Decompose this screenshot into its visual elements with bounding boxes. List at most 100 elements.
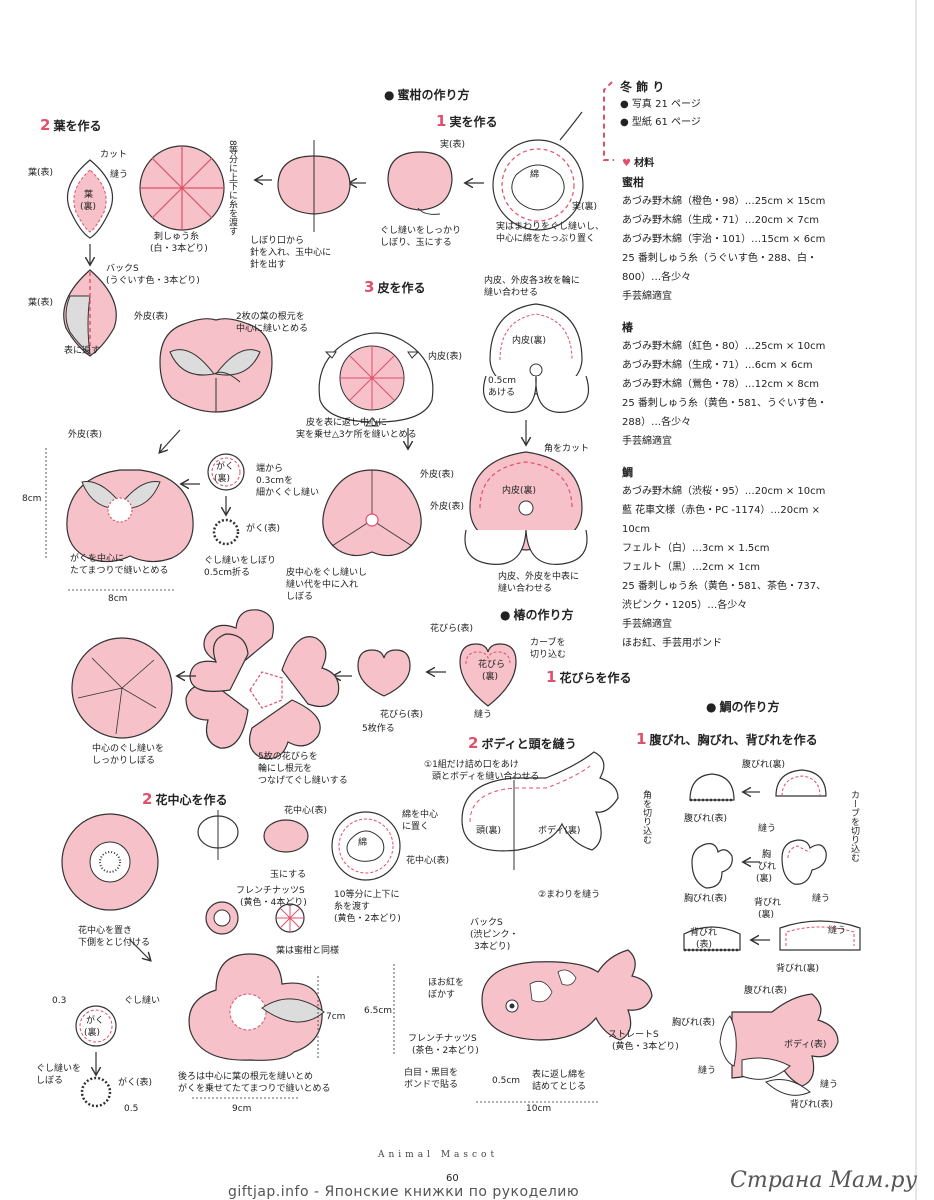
- label: 縫い代を中に入れ: [286, 580, 359, 590]
- mat-line: あづみ野木綿（紅色・80）…25cm × 10cm: [622, 341, 826, 352]
- label: 花中心(表): [284, 806, 328, 816]
- label: 腹びれ(裏): [742, 760, 786, 770]
- label: 内皮、外皮を中表に: [498, 572, 580, 582]
- label: 縫う: [110, 170, 129, 180]
- label: 刺しゅう糸: [154, 232, 200, 242]
- label: 縫う: [698, 1066, 717, 1076]
- label: (裏): [758, 910, 775, 920]
- mat-line: 手芸綿適宜: [622, 619, 672, 630]
- tai-heading: 鯛の作り方: [706, 698, 779, 715]
- label: がく(表): [118, 1078, 153, 1088]
- center-cotton-circle: [331, 811, 401, 881]
- pattern-ref: ● 型紙 61 ページ: [620, 117, 701, 128]
- label: 葉(表): [28, 298, 54, 308]
- mat-line: あづみ野木綿（橙色・98）…25cm × 15cm: [622, 196, 826, 207]
- label: 実(表): [440, 140, 466, 150]
- label: ボディ(表): [784, 1040, 827, 1050]
- label: 0.3: [52, 996, 67, 1006]
- fin-dorsal-1: [683, 926, 741, 952]
- camellia-gathered: [71, 637, 173, 739]
- label: ボンドで貼る: [404, 1080, 459, 1090]
- label: ①1組だけ詰め口をあけ: [424, 760, 519, 770]
- label: 内皮、外皮各3枚を輪に: [484, 276, 580, 286]
- label: 背びれ(裏): [776, 964, 820, 974]
- label: (渋ピンク・: [470, 930, 519, 940]
- fish-body-pattern: [461, 751, 619, 870]
- label: (茶色・2本どり): [412, 1046, 479, 1056]
- label: (白・3本どり): [150, 244, 208, 254]
- label: 3本どり): [474, 942, 511, 952]
- label: たてまつりで縫いとめる: [70, 566, 169, 576]
- label: 5枚の花びらを: [258, 752, 318, 762]
- label: バックS: [470, 918, 503, 928]
- label: 胸: [762, 850, 772, 860]
- peel-inner-ring: [482, 303, 590, 413]
- label: 0.5: [124, 1104, 139, 1114]
- label: 針を出す: [250, 260, 287, 270]
- mikan-finished: [66, 469, 194, 563]
- label: に置く: [402, 822, 430, 832]
- fin-belly-1: [689, 773, 735, 802]
- calyx-small-2: [212, 518, 240, 546]
- title: 冬 飾 り: [620, 80, 665, 94]
- heart-icon: ♥: [622, 158, 631, 169]
- leaf-back-stitch: [63, 269, 117, 357]
- label: (裏): [84, 1028, 101, 1038]
- mat-line: あづみ野木綿（生成・71）…6cm × 6cm: [622, 360, 813, 371]
- label: 端から: [256, 464, 284, 474]
- calyx-back-2: [80, 1076, 112, 1108]
- label: 中心に綿をたっぷり置く: [496, 234, 596, 244]
- label: 背びれ(表): [790, 1100, 834, 1110]
- label: 実はまわりをぐし縫いし、: [496, 222, 605, 232]
- label: (裏): [482, 672, 499, 682]
- label: (うぐいす色・3本どり): [106, 276, 200, 286]
- label: 花びら(表): [380, 710, 424, 720]
- label: ②まわりを縫う: [538, 890, 601, 900]
- center-french-knots: [205, 901, 239, 935]
- label: 10cm: [526, 1104, 552, 1114]
- mikan-ball: [387, 151, 453, 215]
- label: ぼかす: [428, 990, 456, 1000]
- label: ぐし縫いをしぼり: [204, 556, 277, 566]
- label: 8等分に上下に糸を渡す: [227, 140, 237, 236]
- label: 胸びれ(表): [672, 1018, 716, 1028]
- tsubaki-heading: 椿の作り方: [500, 606, 573, 623]
- site-watermark: giftjap.info - Японские книжки по рукоде…: [228, 1184, 580, 1200]
- label: 外皮(表): [430, 502, 465, 512]
- label: がくを中心に: [70, 554, 125, 564]
- label: 綿: [358, 838, 368, 848]
- label: 0.3cmを: [256, 476, 294, 486]
- label: 背びれ: [690, 928, 718, 938]
- peel-center-stitched: [322, 469, 422, 557]
- label: ボディ(裏): [538, 826, 581, 836]
- label: がくを乗せてたてまつりで縫いとめる: [178, 1084, 331, 1094]
- label: 葉は蜜柑と同様: [276, 946, 340, 956]
- label: がく: [216, 462, 235, 472]
- label: フレンチナッツS: [408, 1034, 477, 1044]
- mat-line: 手芸綿適宜: [622, 291, 672, 302]
- label: 外皮(表): [420, 470, 455, 480]
- label: 縫う: [828, 926, 847, 936]
- label: 糸を渡す: [334, 902, 371, 912]
- fish-finished: [481, 949, 653, 1041]
- label: 中心のぐし縫いを: [92, 744, 165, 754]
- label: 花びら(表): [430, 624, 474, 634]
- mat-line: 手芸綿適宜: [622, 436, 672, 447]
- label: しぼり、玉にする: [380, 238, 452, 248]
- fish-with-fins: [719, 993, 839, 1096]
- label: あける: [488, 388, 516, 398]
- label: 下側をとじ付ける: [78, 938, 151, 948]
- materials-heading: ♥ 材料: [622, 158, 655, 169]
- mat-line: 10cm: [622, 524, 650, 535]
- center-ball-pink: [263, 819, 309, 853]
- label: 実(裏): [572, 202, 598, 212]
- mikan-materials-title: 蜜柑: [622, 176, 644, 189]
- label: 5枚作る: [362, 724, 395, 734]
- label: (黄色・3本どり): [612, 1042, 679, 1052]
- petal-turned: [357, 649, 411, 697]
- label: 縫い合わせる: [484, 288, 539, 298]
- mat-line: 25 番刺しゅう糸（黄色・581、うぐいす色・: [622, 398, 827, 409]
- center-lines: [275, 903, 305, 933]
- label: 葉: [84, 190, 94, 200]
